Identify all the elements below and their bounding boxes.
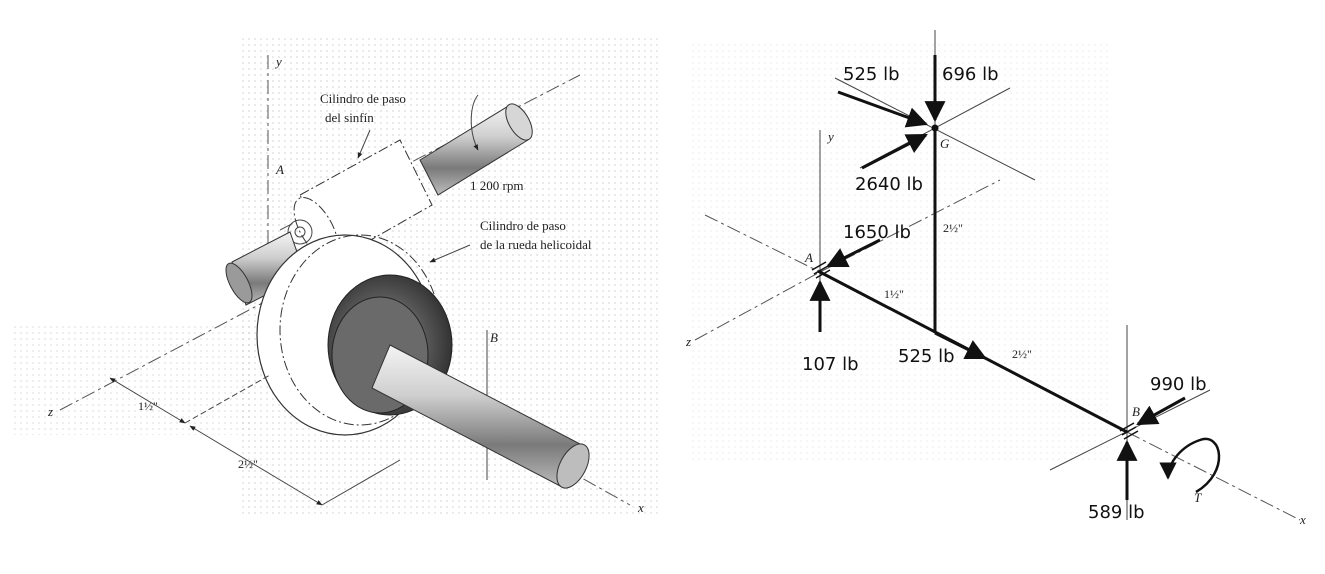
force-label-589: 589 lb (1088, 502, 1145, 523)
force-arrow-525-mid (934, 331, 987, 360)
bearing-b-icon (1119, 422, 1139, 440)
force-label-2640: 2640 lb (855, 174, 923, 195)
halftone-background-right (690, 40, 1110, 460)
torque-label: T (1194, 490, 1202, 505)
gear-shaft-right (371, 344, 590, 489)
right-axis-y-label: y (826, 129, 834, 144)
left-dimension-2: 2½" (238, 457, 258, 471)
force-arrow-990 (1136, 396, 1186, 426)
force-label-525-top: 525 lb (843, 64, 900, 85)
left-point-b-label: B (490, 330, 498, 345)
bearing-a-icon (811, 261, 831, 279)
force-arrow-525-top (837, 90, 928, 128)
force-label-990: 990 lb (1150, 374, 1207, 395)
worm-label-line-2: del sinfín (325, 110, 374, 125)
force-label-525-mid: 525 lb (898, 346, 955, 367)
torque-arrow-icon (1159, 437, 1221, 494)
force-arrow-2640 (861, 133, 928, 170)
force-label-696: 696 lb (942, 64, 999, 85)
a-z-direction (704, 214, 821, 273)
right-point-a-label: A (804, 250, 813, 265)
right-axis-z-label: z (685, 334, 691, 349)
halftone-background-left (10, 325, 250, 435)
rotation-arrow-icon (470, 94, 479, 151)
a-diagonal-lower (694, 271, 821, 341)
force-label-1650: 1650 lb (843, 222, 911, 243)
point-g-dot (931, 124, 939, 132)
speed-label: 1 200 rpm (470, 178, 523, 193)
left-figure: y A B z x Cilindro de paso del sinfín Ci… (10, 35, 660, 515)
leader-worm (357, 129, 371, 159)
gear-label-line-2: de la rueda helicoidal (480, 237, 592, 252)
worm-shaft (419, 94, 533, 196)
force-label-107: 107 lb (802, 354, 859, 375)
left-axis-z-label: z (47, 404, 53, 419)
gear-shaft-left (225, 231, 306, 306)
left-point-a-label: A (275, 162, 284, 177)
dimension-a-1: 1½" (884, 287, 904, 301)
right-figure: y z x A B G T 2½" 1½" 2½" 525 lb 696 lb … (685, 30, 1306, 527)
gear-label-line-1: Cilindro de paso (480, 218, 566, 233)
b-x-direction (1126, 431, 1301, 521)
right-point-g-label: G (940, 136, 950, 151)
force-arrow-1650 (826, 238, 881, 268)
right-axis-x-label: x (1299, 512, 1306, 527)
dimension-g: 2½" (943, 221, 963, 235)
leader-gear (429, 244, 471, 263)
worm-label-line-1: Cilindro de paso (320, 91, 406, 106)
dimension-a-2: 2½" (1012, 347, 1032, 361)
left-dimensions (109, 374, 401, 506)
left-axis-x-label: x (637, 500, 644, 515)
left-axis-y-label: y (274, 54, 282, 69)
left-dimension-1: 1½" (138, 399, 158, 413)
right-point-b-label: B (1132, 404, 1140, 419)
